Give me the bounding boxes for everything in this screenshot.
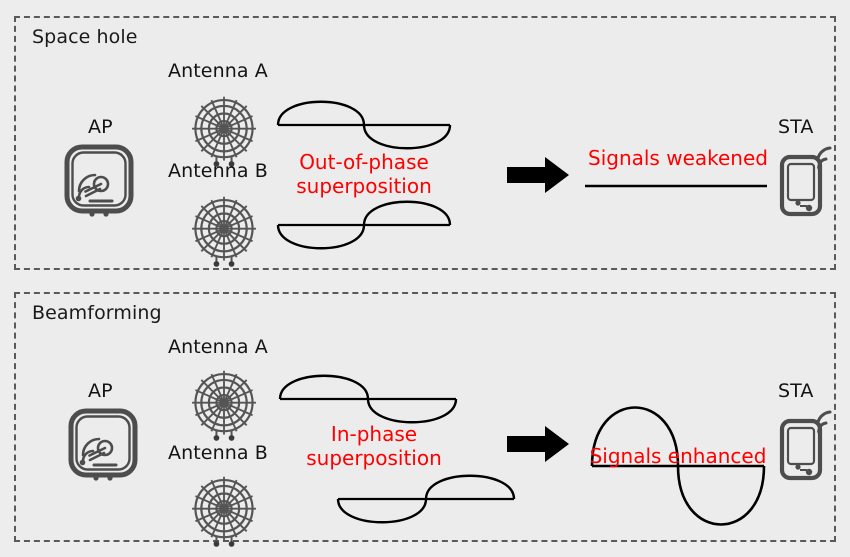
smartphone-wifi-icon	[779, 146, 832, 217]
smartphone-wifi-icon	[779, 410, 832, 481]
superposition-caption-line1: In-phase	[330, 422, 418, 446]
flat-line-icon	[585, 184, 767, 188]
sine-wave-crest-first-icon	[278, 374, 458, 424]
superposition-caption-space-hole: Out-of-phase superposition	[284, 150, 444, 198]
antenna-b-label-space-hole: Antenna B	[168, 160, 268, 182]
panel-space-hole: Space hole AP	[14, 16, 836, 270]
antenna-a-label-space-hole: Antenna A	[168, 60, 268, 82]
sta-label-space-hole: STA	[778, 116, 814, 138]
sine-wave-crest-first-icon	[276, 100, 452, 150]
result-label-beamforming: Signals enhanced	[589, 444, 767, 468]
panel-title-space-hole: Space hole	[32, 26, 138, 48]
large-sine-wave-icon	[590, 406, 766, 526]
ap-router-icon	[68, 408, 138, 481]
result-label-space-hole: Signals weakened	[588, 146, 768, 170]
superposition-caption-line1: Out-of-phase	[299, 150, 429, 174]
antenna-a-label-beamforming: Antenna A	[168, 336, 268, 358]
panel-beamforming: Beamforming AP	[14, 292, 836, 547]
antenna-b-label-beamforming: Antenna B	[168, 442, 268, 464]
superposition-caption-line2: superposition	[306, 446, 442, 470]
ap-label-space-hole: AP	[88, 116, 113, 138]
ap-label-beamforming: AP	[88, 380, 113, 402]
right-arrow-icon	[507, 426, 569, 462]
sine-wave-trough-first-icon	[276, 200, 452, 250]
superposition-caption-line2: superposition	[296, 174, 432, 198]
panel-title-beamforming: Beamforming	[32, 302, 162, 324]
ap-router-icon	[64, 144, 134, 217]
antenna-radial-icon	[192, 370, 256, 441]
sine-wave-trough-first-icon	[336, 474, 516, 524]
sta-label-beamforming: STA	[778, 380, 814, 402]
superposition-caption-beamforming: In-phase superposition	[284, 422, 464, 470]
antenna-radial-icon	[192, 196, 256, 267]
antenna-radial-icon	[192, 476, 256, 547]
right-arrow-icon	[507, 157, 569, 193]
antenna-radial-icon	[192, 96, 256, 167]
